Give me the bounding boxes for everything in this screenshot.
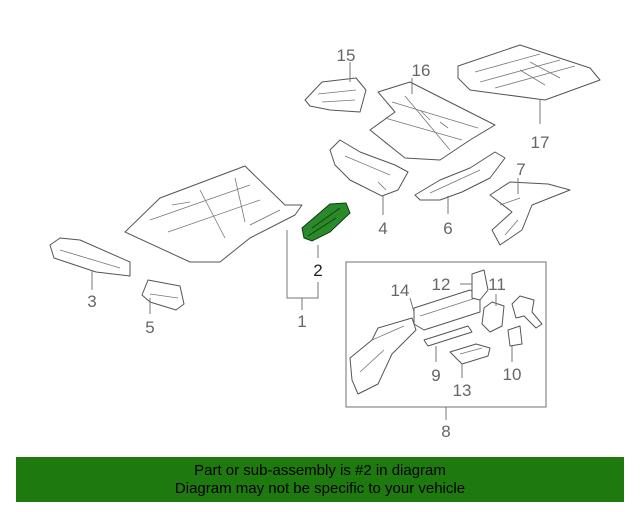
callout-9: 9 <box>431 366 440 385</box>
callout-3: 3 <box>87 292 96 311</box>
part-9-strip <box>423 325 473 347</box>
part-6-rail <box>414 151 506 201</box>
part-5-bracket <box>141 279 185 311</box>
part-17-rear-floor-pan <box>457 44 601 101</box>
parts-diagram: 15 16 17 7 4 6 2 1 3 5 14 12 11 10 9 13 … <box>49 44 601 441</box>
callout-17: 17 <box>531 133 550 152</box>
callout-6: 6 <box>443 219 452 238</box>
part-2-reinforcement-highlighted <box>301 202 351 242</box>
callout-13: 13 <box>453 381 472 400</box>
callout-12: 12 <box>432 275 451 294</box>
part-13-plate <box>449 343 491 365</box>
part-14-channel <box>413 289 481 331</box>
part-15-panel <box>304 77 367 113</box>
part-11-brace <box>481 295 543 333</box>
callout-10: 10 <box>503 365 522 384</box>
banner-line-2: Diagram may not be specific to your vehi… <box>174 480 466 497</box>
part-7-bracket <box>489 181 571 246</box>
callout-1: 1 <box>297 312 306 331</box>
part-4-crossmember <box>329 139 409 197</box>
leader-14 <box>409 297 415 313</box>
callout-4: 4 <box>378 219 387 238</box>
part-3-sill <box>49 237 131 277</box>
part-12-bracket <box>471 269 489 301</box>
banner-line-1: Part or sub-assembly is #2 in diagram <box>194 462 446 479</box>
callout-2: 2 <box>313 261 322 280</box>
callout-7: 7 <box>516 160 525 179</box>
callout-11: 11 <box>488 275 506 294</box>
part-front-floor-pan <box>124 165 303 263</box>
callout-16: 16 <box>412 61 431 80</box>
info-banner: Part or sub-assembly is #2 in diagram Di… <box>16 457 624 502</box>
callout-15: 15 <box>337 46 356 65</box>
callout-14: 14 <box>391 281 410 300</box>
callout-8: 8 <box>441 422 450 441</box>
part-16-center-floor <box>369 81 496 161</box>
part-10-plate <box>507 325 523 347</box>
callout-5: 5 <box>145 318 154 337</box>
part-8-side-rail <box>349 317 417 395</box>
leader-1 <box>286 230 319 310</box>
